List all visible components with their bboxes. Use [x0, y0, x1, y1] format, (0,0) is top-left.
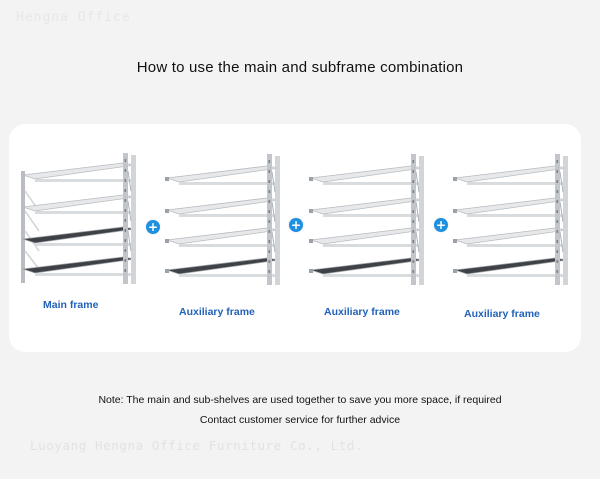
- auxiliary-frame-image-1: [163, 152, 287, 287]
- auxiliary-frame-image-2: [307, 152, 431, 287]
- auxiliary-frame-rack-3: [453, 154, 568, 285]
- main-frame-label: Main frame: [43, 299, 99, 311]
- main-frame-image: [17, 151, 143, 286]
- plus-icon: +: [289, 218, 303, 232]
- auxiliary-frame-rack-2: [309, 154, 424, 285]
- top-watermark: Hengna Office: [16, 10, 131, 25]
- note-line-1: Note: The main and sub-shelves are used …: [98, 394, 502, 406]
- note-block: Note: The main and sub-shelves are used …: [0, 390, 600, 430]
- main-frame-rack: [21, 153, 136, 284]
- frames-panel: +: [9, 124, 581, 352]
- bottom-watermark: Luoyang Hengna Office Furniture Co., Ltd…: [30, 438, 364, 453]
- rack-left-post: [21, 171, 25, 283]
- auxiliary-frame-label-1: Auxiliary frame: [179, 306, 255, 318]
- auxiliary-frame-label-3: Auxiliary frame: [464, 308, 540, 320]
- page-title: How to use the main and subframe combina…: [136, 59, 464, 76]
- plus-icon: +: [434, 218, 448, 232]
- auxiliary-frame-label-2: Auxiliary frame: [324, 306, 400, 318]
- auxiliary-frame-rack-1: [165, 154, 280, 285]
- note-line-2: Contact customer service for further adv…: [199, 414, 401, 426]
- plus-icon: +: [146, 220, 160, 234]
- auxiliary-frame-image-3: [451, 152, 575, 287]
